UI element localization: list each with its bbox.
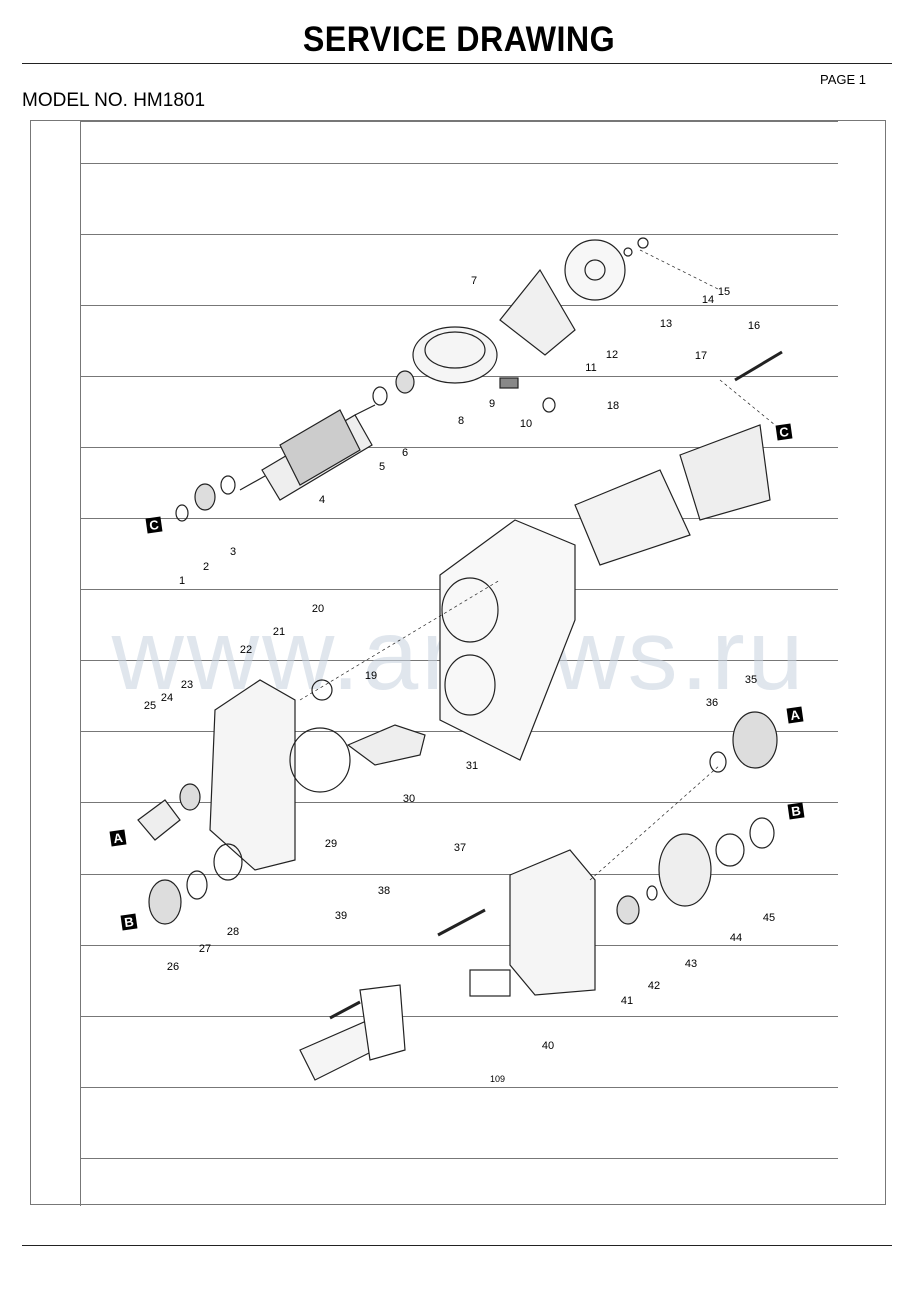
motor-housing [439, 519, 576, 761]
screw-16 [734, 350, 783, 382]
row-line [80, 731, 838, 732]
frame-divider [80, 120, 81, 1206]
gear-housing-cover [209, 679, 351, 881]
part-label: 7 [470, 275, 478, 287]
part-label: 41 [620, 995, 634, 1007]
reference-key-c: C [775, 423, 793, 441]
part-label: 16 [747, 320, 761, 332]
part-label: 11 [585, 362, 597, 374]
part-label: 21 [272, 626, 286, 638]
reference-key-b: B [120, 913, 138, 931]
part-label: 36 [705, 697, 719, 709]
part-label: 45 [762, 912, 776, 924]
part-label: 13 [659, 318, 673, 330]
title-divider [22, 63, 892, 64]
row-line [80, 305, 838, 306]
reference-key-c: C [145, 516, 163, 534]
part-label: 3 [229, 546, 237, 558]
drawing-frame [30, 120, 886, 1205]
reference-key-a: A [786, 706, 804, 724]
part-label: 4 [318, 494, 326, 506]
bearings-left [175, 370, 415, 522]
part-label: 24 [160, 692, 174, 704]
part-label: 14 [701, 294, 715, 306]
part-label: 17 [694, 350, 708, 362]
part-label: 26 [166, 961, 180, 973]
part-label: 28 [226, 926, 240, 938]
part-label: 5 [378, 461, 386, 473]
gear-housing [437, 849, 596, 997]
part-label: 18 [606, 400, 620, 412]
part-label: 22 [239, 644, 253, 656]
row-line [80, 234, 838, 235]
page-number: PAGE 1 [820, 72, 867, 87]
crank-shaft [346, 724, 426, 766]
part-label: 20 [311, 603, 325, 615]
reference-key-b: B [787, 802, 805, 820]
part-label: 44 [729, 932, 743, 944]
row-line [80, 1158, 838, 1159]
part-label: 12 [605, 349, 619, 361]
footer-divider [22, 1245, 892, 1246]
part-label: 19 [364, 670, 378, 682]
row-line [80, 1087, 838, 1088]
part-label: 29 [324, 838, 338, 850]
part-label: 37 [453, 842, 467, 854]
part-label: 9 [488, 398, 496, 410]
brush-holder [412, 268, 576, 413]
reference-key-a: A [109, 829, 127, 847]
fan [564, 237, 649, 301]
part-label: 15 [717, 286, 731, 298]
part-label: 30 [402, 793, 416, 805]
row-line [80, 1016, 838, 1017]
bearings-lower-left [137, 783, 208, 925]
part-label: 8 [457, 415, 465, 427]
part-label: 2 [202, 561, 210, 573]
part-label: 25 [143, 700, 157, 712]
part-label: 6 [401, 447, 409, 459]
row-line [80, 163, 838, 164]
row-line [80, 874, 838, 875]
part-label: 40 [541, 1040, 555, 1052]
part-label: 1 [178, 575, 186, 587]
figure-number: 109 [490, 1074, 506, 1084]
row-line [80, 447, 838, 448]
model-number: MODEL NO. HM1801 [22, 90, 206, 111]
part-label: 43 [684, 958, 698, 970]
page-title: SERVICE DRAWING [302, 20, 616, 59]
part-label: 35 [744, 674, 758, 686]
row-line [80, 802, 838, 803]
part-label: 38 [377, 885, 391, 897]
part-label: 31 [465, 760, 479, 772]
row-line [80, 518, 838, 519]
row-line [80, 945, 838, 946]
row-line [80, 121, 838, 122]
gears-right [616, 711, 778, 925]
part-label: 39 [334, 910, 348, 922]
field-and-housing [574, 424, 771, 566]
side-handle [299, 984, 406, 1081]
assembly-lines [299, 249, 776, 881]
part-label: 42 [647, 980, 661, 992]
part-label: 23 [180, 679, 194, 691]
part-label: 27 [198, 943, 212, 955]
armature [239, 404, 376, 501]
part-label: 10 [519, 418, 533, 430]
